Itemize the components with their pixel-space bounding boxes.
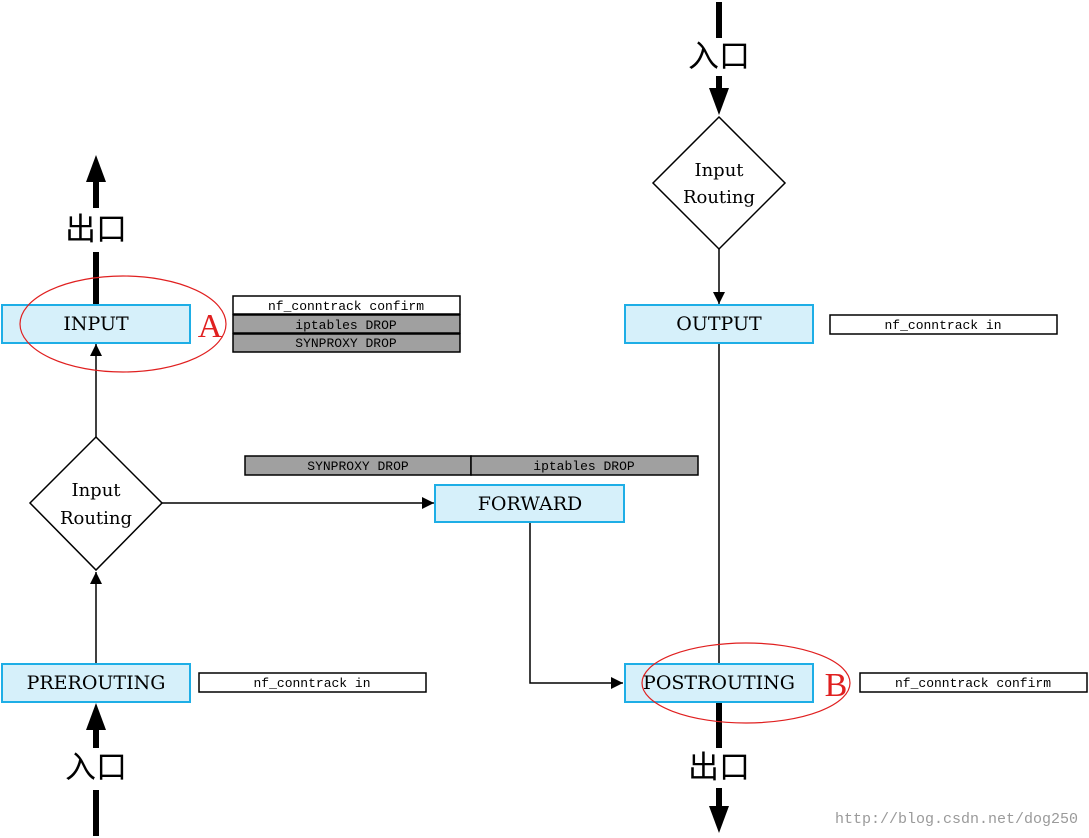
left-exit-arrow xyxy=(86,155,106,306)
left-routing-line1: Input xyxy=(71,480,121,501)
prerouting-conntrack-in-label: nf_conntrack in xyxy=(253,676,370,691)
forward-synproxy-drop-note: SYNPROXY DROP xyxy=(244,455,472,476)
postrouting-confirm-note: nf_conntrack confirm xyxy=(859,672,1088,693)
input-hook-label: INPUT xyxy=(63,313,129,335)
left-routing-decision: Input Routing xyxy=(28,435,164,572)
postrouting-confirm-note-label: nf_conntrack confirm xyxy=(895,676,1051,691)
right-routing-line1: Input xyxy=(694,160,744,181)
output-hook: OUTPUT xyxy=(624,304,814,344)
watermark-text: http://blog.csdn.net/dog250 xyxy=(835,811,1078,828)
input-hook: INPUT xyxy=(1,304,191,344)
input-confirm-note-label: nf_conntrack confirm xyxy=(268,299,424,314)
left-entry-label: 入口 xyxy=(65,750,127,786)
left-exit-label: 出口 xyxy=(65,212,127,248)
forward-synproxy-drop-label: SYNPROXY DROP xyxy=(307,459,409,474)
postrouting-hook: POSTROUTING xyxy=(624,663,814,703)
marker-b-ellipse xyxy=(641,642,851,724)
prerouting-conntrack-in-note: nf_conntrack in xyxy=(198,672,427,693)
postrouting-hook-label: POSTROUTING xyxy=(643,672,795,694)
input-synproxy-drop-label: SYNPROXY DROP xyxy=(295,336,397,351)
forward-iptables-drop-label: iptables DROP xyxy=(533,459,635,474)
left-entry-arrow xyxy=(86,703,106,836)
forward-hook: FORWARD xyxy=(434,484,625,523)
input-confirm-note: nf_conntrack confirm xyxy=(232,295,461,315)
forward-iptables-drop-note: iptables DROP xyxy=(470,455,699,476)
marker-a-label: A xyxy=(198,308,223,345)
right-exit-arrow xyxy=(709,702,729,833)
output-hook-label: OUTPUT xyxy=(676,313,762,335)
right-routing-line2: Routing xyxy=(683,187,755,208)
prerouting-hook-label: PREROUTING xyxy=(27,672,166,694)
marker-b-label: B xyxy=(825,667,848,704)
input-iptables-drop-note: iptables DROP xyxy=(232,314,461,334)
right-entry-label: 入口 xyxy=(688,39,750,75)
output-conntrack-in-note: nf_conntrack in xyxy=(829,314,1058,335)
right-entry-arrow xyxy=(709,2,729,115)
right-exit-label: 出口 xyxy=(688,750,750,786)
prerouting-hook: PREROUTING xyxy=(1,663,191,703)
input-iptables-drop-label: iptables DROP xyxy=(295,318,397,333)
marker-a-ellipse xyxy=(19,275,227,373)
left-routing-line2: Routing xyxy=(60,508,132,529)
output-conntrack-in-label: nf_conntrack in xyxy=(884,318,1001,333)
forward-to-postrouting-connector xyxy=(529,522,623,689)
input-synproxy-drop-note: SYNPROXY DROP xyxy=(232,333,461,353)
forward-hook-label: FORWARD xyxy=(478,493,583,515)
right-routing-decision: Input Routing xyxy=(651,115,787,251)
